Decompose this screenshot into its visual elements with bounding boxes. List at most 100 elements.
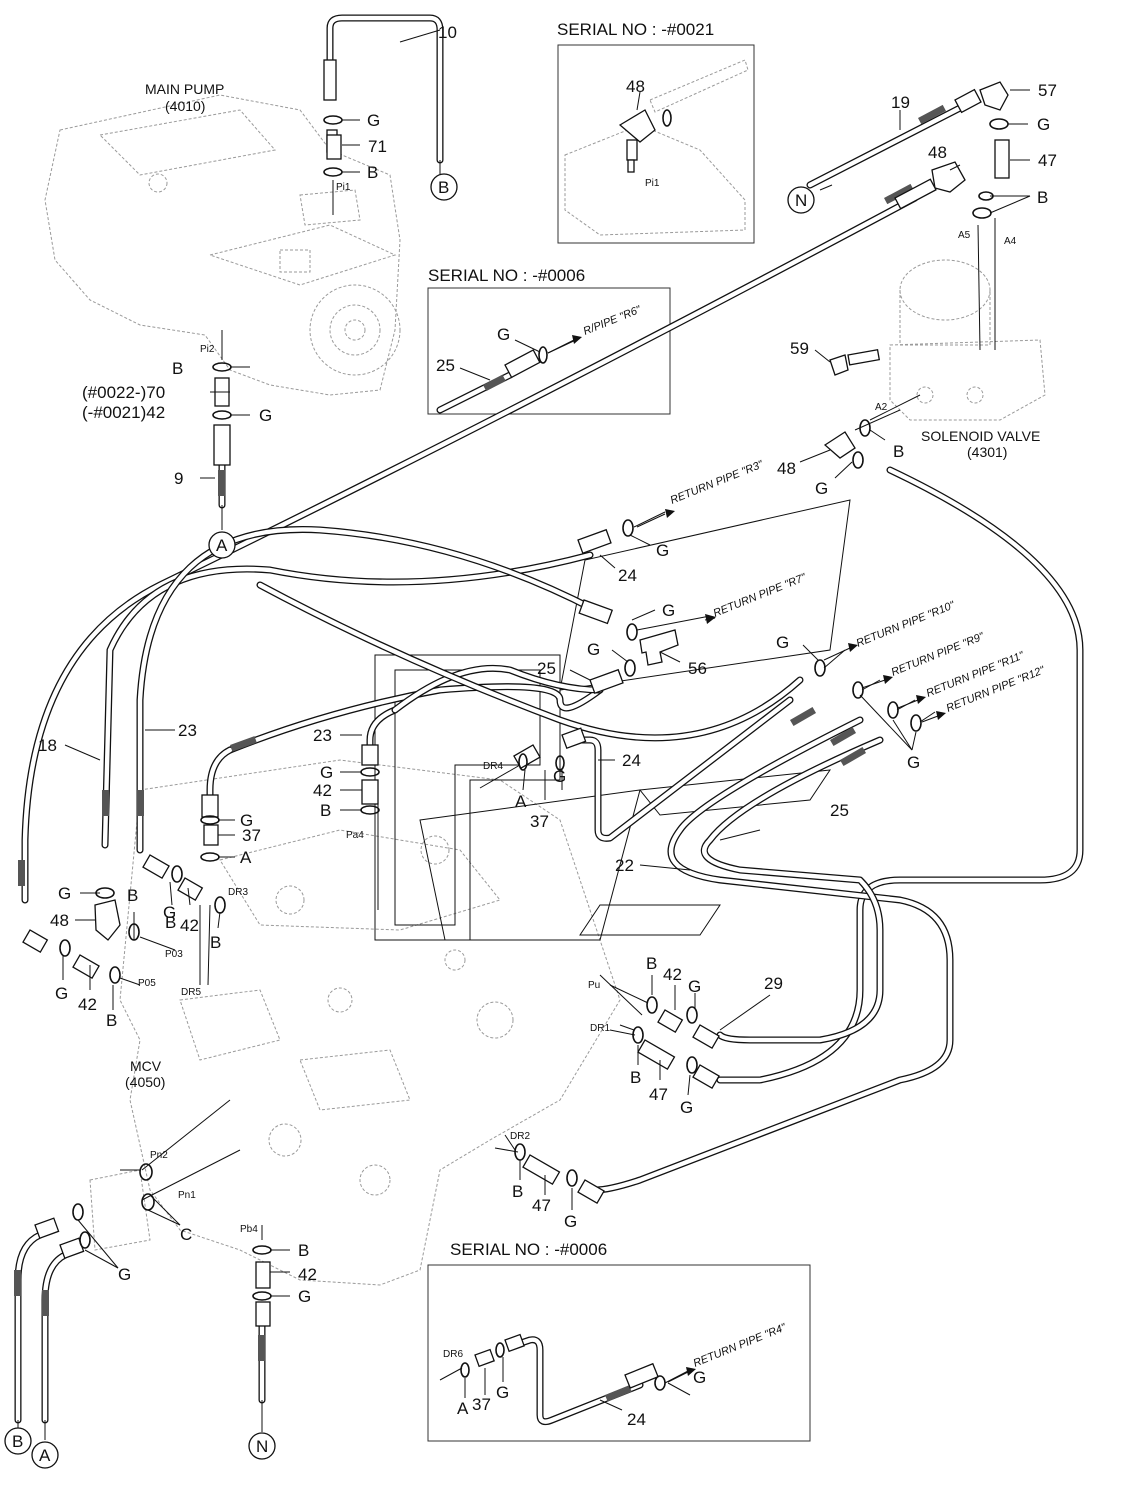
svg-text:B: B [106, 1011, 117, 1030]
svg-text:B: B [367, 163, 378, 182]
svg-text:G: G [55, 984, 68, 1003]
part-25-b: 25 [537, 659, 556, 678]
port-labels: Pi1 Pi2 A5 A4 A2 Pa4 DR4 DR3 P03 P05 DR5… [138, 178, 1017, 1360]
part-47-c: 47 [532, 1196, 551, 1215]
svg-text:B: B [12, 1432, 23, 1451]
part-19: 19 [891, 93, 910, 112]
part-48-top: 48 [928, 143, 947, 162]
serial-box-mid-title: SERIAL NO : -#0006 [428, 266, 585, 285]
svg-text:B: B [127, 886, 138, 905]
part-47-b: 47 [649, 1085, 668, 1104]
part-48-inset: 48 [626, 77, 645, 96]
mcv-label: MCV [130, 1058, 162, 1074]
svg-text:P05: P05 [138, 978, 156, 989]
part-10: 10 [438, 23, 457, 42]
pipes [14, 14, 1084, 1426]
svg-text:G: G [259, 406, 272, 425]
svg-text:G: G [680, 1098, 693, 1117]
svg-text:G: G [907, 753, 920, 772]
svg-text:G: G [662, 601, 675, 620]
svg-text:DR5: DR5 [181, 987, 201, 998]
svg-text:G: G [815, 479, 828, 498]
return-pipe-r3: RETURN PIPE "R3" [669, 458, 766, 507]
svg-text:DR3: DR3 [228, 887, 248, 898]
serial-box-mid: SERIAL NO : -#0006 [427, 266, 671, 415]
svg-text:B: B [438, 178, 449, 197]
svg-text:B: B [630, 1068, 641, 1087]
svg-text:G: G [688, 977, 701, 996]
connector-n-bottom: N [248, 1432, 276, 1460]
part-22: 22 [615, 856, 634, 875]
connector-b-top: B [430, 173, 458, 201]
svg-text:G: G [496, 1383, 509, 1402]
part-42-d: 42 [663, 965, 682, 984]
serial-box-bottom-title: SERIAL NO : -#0006 [450, 1240, 607, 1259]
svg-text:DR1: DR1 [590, 1023, 610, 1034]
svg-text:Pa4: Pa4 [346, 830, 364, 841]
svg-text:A2: A2 [875, 402, 888, 413]
svg-text:B: B [512, 1182, 523, 1201]
svg-text:B: B [320, 801, 331, 820]
svg-text:Pn1: Pn1 [178, 1190, 196, 1201]
return-arrows [547, 335, 946, 1383]
svg-text:A5: A5 [958, 230, 971, 241]
svg-text:G: G [587, 640, 600, 659]
svg-text:A: A [457, 1399, 469, 1418]
part-29: 29 [764, 974, 783, 993]
solenoid-code: (4301) [967, 444, 1007, 460]
svg-text:DR4: DR4 [483, 761, 503, 772]
part-42-e: 42 [298, 1265, 317, 1284]
pump-inset-outline [564, 59, 749, 236]
leader-lines [17, 29, 1031, 1440]
part-25-inset: 25 [436, 356, 455, 375]
svg-text:G: G [240, 811, 253, 830]
part-59: 59 [790, 339, 809, 358]
part-24-c: 24 [627, 1410, 646, 1429]
main-pump-label: MAIN PUMP [145, 81, 224, 97]
main-pump-outline [44, 94, 401, 396]
part-25-c: 25 [830, 801, 849, 820]
svg-text:B: B [172, 359, 183, 378]
callout-serial-42: (-#0021)42 [82, 403, 165, 422]
mcv-outline [89, 759, 621, 1286]
return-pipe-r6: R/PIPE "R6" [582, 303, 644, 337]
part-24-a: 24 [618, 566, 637, 585]
svg-text:G: G [1037, 115, 1050, 134]
svg-text:B: B [893, 442, 904, 461]
serial-box-top-title: SERIAL NO : -#0021 [557, 20, 714, 39]
svg-text:G: G [367, 111, 380, 130]
part-37-a: 37 [530, 812, 549, 831]
part-37-c: 37 [472, 1395, 491, 1414]
connector-b-bottom: B [4, 1427, 32, 1455]
svg-text:G: G [656, 541, 669, 560]
part-56: 56 [688, 659, 707, 678]
svg-text:G: G [553, 767, 566, 786]
svg-text:G: G [163, 903, 176, 922]
return-pipe-r4: RETURN PIPE "R4" [692, 1321, 789, 1370]
svg-text:N: N [795, 191, 807, 210]
svg-text:A: A [39, 1446, 51, 1465]
part-42-b: 42 [180, 916, 199, 935]
svg-text:A: A [216, 536, 228, 555]
svg-text:A: A [515, 792, 527, 811]
svg-text:G: G [776, 633, 789, 652]
part-48-left: 48 [50, 911, 69, 930]
serial-box-bottom: SERIAL NO : -#0006 [427, 1240, 811, 1442]
part-24-b: 24 [622, 751, 641, 770]
part-numbers: 10 71 48 19 57 47 48 25 59 48 9 24 56 25… [38, 23, 1057, 1429]
svg-text:Pu: Pu [588, 980, 600, 991]
svg-text:G: G [118, 1265, 131, 1284]
part-18: 18 [38, 736, 57, 755]
svg-text:Pn2: Pn2 [150, 1150, 168, 1161]
solenoid-label: SOLENOID VALVE [921, 428, 1040, 444]
svg-text:DR2: DR2 [510, 1131, 530, 1142]
connector-n-top: N [787, 186, 815, 214]
svg-text:B: B [165, 913, 176, 932]
svg-text:B: B [210, 933, 221, 952]
solenoid-valve-outline [889, 259, 1046, 421]
connector-a-bottom: A [31, 1441, 59, 1469]
svg-text:G: G [320, 763, 333, 782]
part-23-b: 23 [313, 726, 332, 745]
mcv-code: (4050) [125, 1074, 165, 1090]
